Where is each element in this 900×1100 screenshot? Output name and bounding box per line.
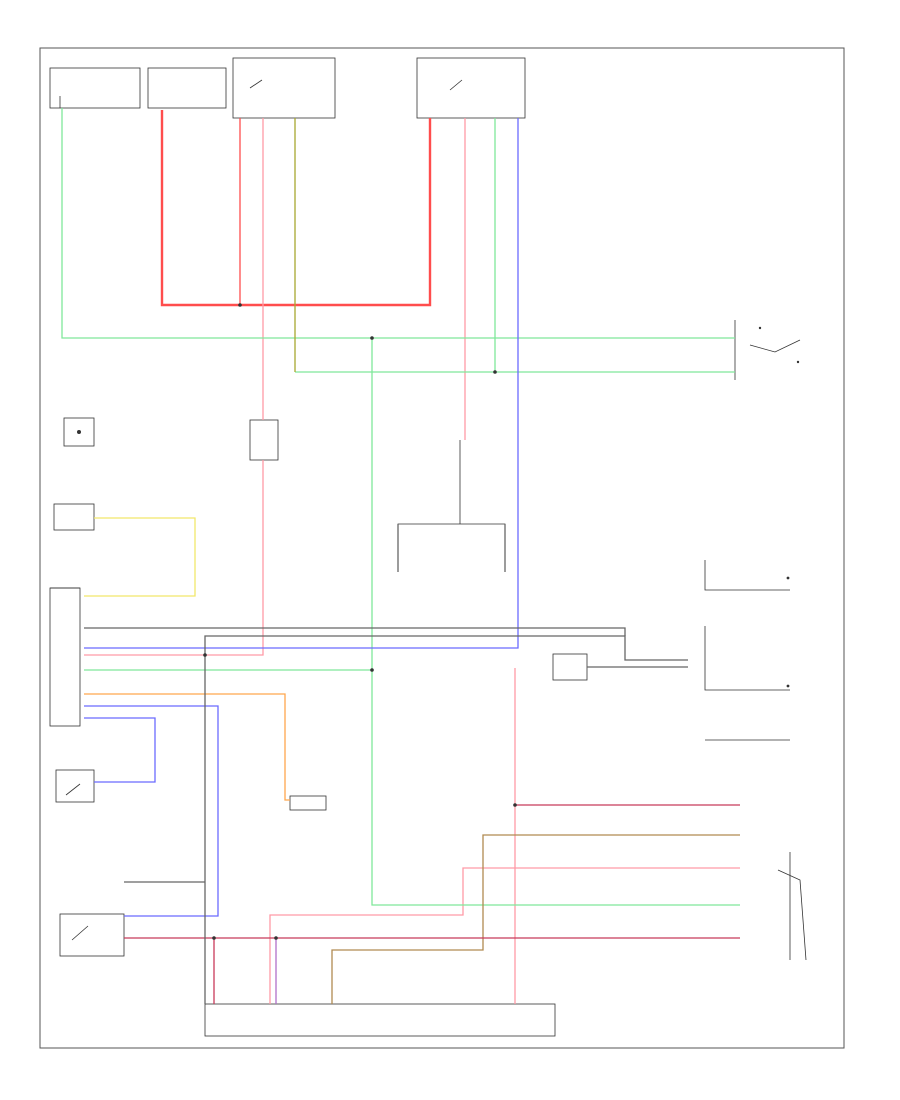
wire-pink-a	[84, 118, 264, 656]
wire-red-bus	[160, 110, 432, 307]
wire-pink-d	[269, 867, 740, 1004]
wire-brown	[331, 834, 740, 1004]
relay-b	[416, 57, 526, 119]
diagram-frame	[39, 47, 845, 1049]
ac-control-panel	[49, 587, 81, 727]
blower-motor	[552, 653, 588, 681]
resistor-block	[204, 1003, 556, 1037]
wire-blue-a	[84, 118, 519, 649]
mode-control	[777, 852, 807, 961]
fuse-box-a	[49, 67, 141, 109]
wire-blue-c	[84, 705, 219, 917]
relay-a	[232, 57, 336, 119]
pressure-switch	[734, 320, 801, 380]
wire-green-top	[61, 108, 735, 339]
wire-black-e	[397, 524, 506, 572]
blower-switch	[59, 913, 125, 957]
control-module	[63, 417, 95, 447]
evaporator-blocks	[397, 440, 506, 572]
wire-green-c	[371, 338, 740, 906]
thermo-unit	[249, 419, 279, 461]
resistor-box	[53, 503, 95, 531]
sensor-box	[289, 795, 327, 811]
wire-black-a	[204, 635, 688, 1004]
wire-orange	[84, 693, 290, 801]
wire-black-b	[84, 627, 626, 636]
lower-left-switch	[55, 769, 95, 803]
fuse-box-b	[147, 67, 227, 109]
junction-dots	[203, 303, 517, 940]
wire-yellow	[84, 517, 196, 597]
right-switches	[704, 560, 790, 741]
wire-blue-b	[84, 717, 156, 783]
